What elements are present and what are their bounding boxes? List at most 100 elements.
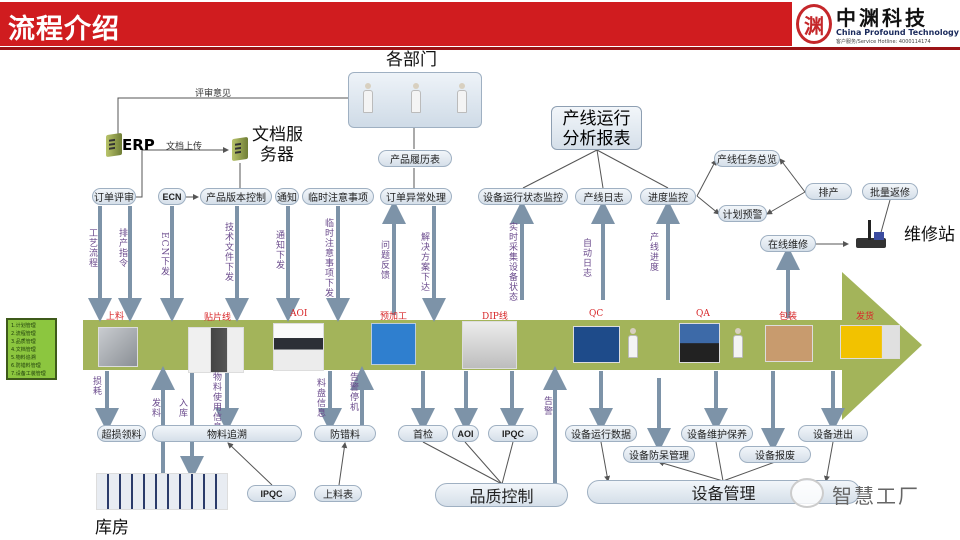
equipment-status-monitor-node[interactable]: 设备运行状态监控 — [478, 188, 568, 205]
material-traceability-node[interactable]: 物料追溯 — [152, 425, 302, 442]
product-history-node[interactable]: 产品履历表 — [378, 150, 452, 167]
smt-machine-image — [188, 327, 244, 373]
station-label-preprocess: 预加工 — [380, 312, 408, 322]
ipqc-node[interactable]: IPQC — [488, 425, 538, 442]
line-log-node[interactable]: 产线日志 — [575, 188, 632, 205]
person-icon — [363, 83, 373, 113]
flow-label-auto-log: 自动日志 — [581, 238, 591, 278]
scheduling-node[interactable]: 排产 — [805, 183, 852, 200]
module-legend: 1.计划管理 2.流程管理 3.品质管理 4.文档管理 5.物料追溯 6.防错料… — [6, 318, 57, 380]
flow-label-reel-info: 料盘信息 — [315, 378, 325, 418]
qa-microscope-image — [679, 323, 720, 363]
dip-machine-image — [462, 321, 517, 369]
ipqc-source-node[interactable]: IPQC — [247, 485, 296, 502]
qc-pcb-image — [573, 326, 620, 363]
excess-loss-requisition-node[interactable]: 超损领料 — [97, 425, 146, 442]
logo-hotline: 客户服务/Service Hotline: 4000114174 — [836, 39, 931, 45]
warehouse-label: 库房 — [95, 518, 129, 538]
line-report-box[interactable]: 产线运行 分析报表 — [551, 106, 642, 150]
online-repair-node[interactable]: 在线维修 — [760, 235, 816, 252]
station-label-shipping: 发货 — [856, 312, 875, 322]
qc-inspector-icon — [628, 328, 638, 358]
order-review-node[interactable]: 订单评审 — [92, 188, 136, 205]
company-logo: 渊 中渊科技 China Profound Technology 客户服务/Se… — [796, 2, 960, 46]
legend-item: 5.物料追溯 — [11, 355, 36, 361]
loading-machine-image — [98, 327, 138, 367]
legend-item: 3.品质管理 — [11, 339, 36, 345]
plan-warning-node[interactable]: 计划预警 — [718, 205, 767, 222]
header-divider — [0, 47, 960, 50]
person-icon — [457, 83, 467, 113]
notice-node[interactable]: 通知 — [275, 188, 299, 205]
flow-label-realtime-status: 实时采集设备状态 — [507, 222, 517, 302]
page-title: 流程介绍 — [8, 14, 120, 45]
logo-name-cn: 中渊科技 — [836, 6, 928, 30]
station-label-smt: 贴片线 — [204, 313, 232, 323]
temp-notes-node[interactable]: 临时注意事项 — [302, 188, 374, 205]
doc-server-label-line2: 务器 — [260, 145, 294, 165]
preprocess-machine-image — [371, 323, 416, 365]
legend-item: 2.流程管理 — [11, 331, 36, 337]
flow-label-material-usage: 物料使用信息 — [211, 372, 221, 432]
equipment-in-out-node[interactable]: 设备进出 — [798, 425, 868, 442]
line-report-line1: 产线运行 — [562, 109, 631, 129]
header: 流程介绍 渊 中渊科技 China Profound Technology 客户… — [0, 0, 960, 50]
warehouse-image — [96, 473, 228, 510]
erp-server-icon — [106, 132, 122, 158]
legend-item: 6.防错料管理 — [11, 363, 41, 369]
quality-control-node[interactable]: 品质控制 — [435, 483, 568, 507]
logo-seal-icon: 渊 — [796, 4, 832, 44]
flow-label-stock-in: 入库 — [177, 398, 187, 418]
line-report-line2: 分析报表 — [562, 129, 631, 149]
title-bar — [0, 2, 792, 46]
equipment-foolproof-node[interactable]: 设备防呆管理 — [623, 446, 695, 463]
legend-item: 4.文档管理 — [11, 347, 36, 353]
equipment-running-data-node[interactable]: 设备运行数据 — [565, 425, 637, 442]
feed-table-node[interactable]: 上料表 — [314, 485, 362, 502]
person-icon — [411, 83, 421, 113]
wechat-icon — [790, 478, 824, 508]
erp-label: ERP — [122, 136, 155, 154]
legend-item: 1.计划管理 — [11, 323, 36, 329]
equipment-maintenance-node[interactable]: 设备维护保养 — [681, 425, 753, 442]
doc-server-icon — [232, 136, 248, 162]
station-label-qc: QC — [589, 309, 604, 319]
progress-monitor-node[interactable]: 进度监控 — [640, 188, 696, 205]
flow-label-issue-material: 发料 — [150, 398, 160, 418]
doc-server-label-line1: 文档服 — [252, 125, 303, 145]
shipping-truck-image — [840, 325, 900, 359]
first-inspection-node[interactable]: 首检 — [398, 425, 448, 442]
doc-upload-label: 文档上传 — [166, 142, 203, 152]
qa-inspector-icon — [733, 328, 743, 358]
flow-label-solution: 解决方案下达 — [419, 232, 429, 292]
station-label-packing: 包装 — [779, 312, 798, 322]
task-overview-node[interactable]: 产线任务总览 — [714, 150, 780, 167]
legend-item: 7.设备工装管理 — [11, 371, 46, 377]
aoi-node[interactable]: AOI — [452, 425, 479, 442]
station-label-dip: DIP线 — [482, 312, 508, 322]
flow-label-notice-issue: 通知下发 — [274, 230, 284, 270]
flow-label-alarm: 告警 — [542, 396, 552, 416]
flow-label-feedback: 问题反馈 — [379, 240, 389, 280]
doc-server-label: 文档服 务器 — [252, 125, 303, 165]
station-label-aoi: AOI — [290, 309, 308, 319]
departments-box — [348, 72, 482, 128]
flow-label-tech-doc-issue: 技术文件下发 — [223, 222, 233, 282]
aoi-machine-image — [273, 323, 324, 371]
ecn-node[interactable]: ECN — [158, 188, 186, 205]
flow-label-line-progress: 产线进度 — [648, 232, 658, 272]
logo-name-en: China Profound Technology — [836, 28, 959, 37]
flow-label-process: 工艺流程 — [87, 228, 97, 268]
version-control-node[interactable]: 产品版本控制 — [200, 188, 272, 205]
flow-label-alarm-stop: 告警停机 — [348, 372, 358, 412]
flow-label-schedule-cmd: 排产指令 — [117, 228, 127, 268]
repair-station-label: 维修站 — [904, 225, 955, 245]
batch-repair-node[interactable]: 批量返修 — [862, 183, 918, 200]
flow-label-loss: 损耗 — [91, 376, 101, 396]
station-label-loading: 上料 — [106, 312, 125, 322]
watermark-text: 智慧工厂 — [832, 484, 920, 508]
order-exception-node[interactable]: 订单异常处理 — [380, 188, 452, 205]
departments-label: 各部门 — [386, 50, 437, 70]
equipment-scrap-node[interactable]: 设备报废 — [739, 446, 811, 463]
anti-mistake-material-node[interactable]: 防错料 — [314, 425, 376, 442]
